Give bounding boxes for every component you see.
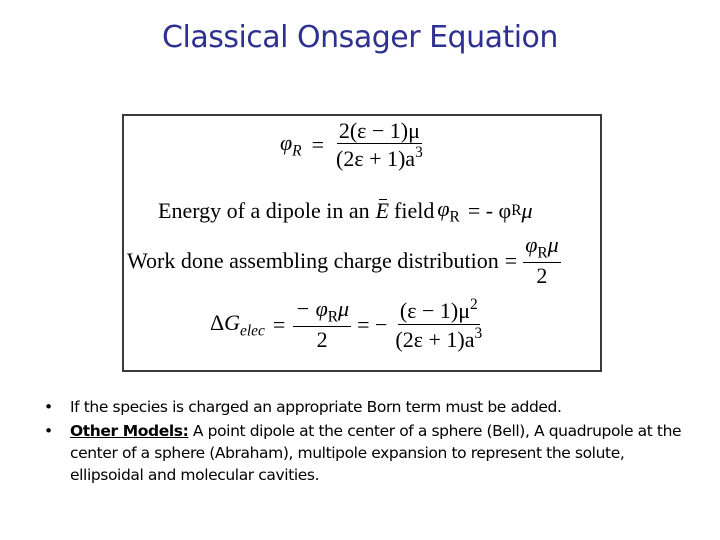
phi-symbol: φ <box>437 196 450 221</box>
exponent: 3 <box>415 144 423 162</box>
denominator: (2ε + 1)a3 <box>393 325 484 354</box>
bullet-list: • If the species is charged an appropria… <box>42 396 692 488</box>
phi-symbol: φ <box>525 232 538 257</box>
neg-phi: − φ <box>295 296 328 321</box>
denominator: 2 <box>316 327 328 353</box>
fraction-1: − φRμ 2 <box>293 296 352 353</box>
subscript: R <box>327 308 339 326</box>
equals-sign: = <box>311 132 324 158</box>
numerator: (ε − 1)μ2 <box>397 296 480 325</box>
numerator-base: (ε − 1)μ <box>399 298 470 324</box>
rhs: = - φ <box>467 198 512 224</box>
subscript: R <box>511 202 522 220</box>
equation-work-done: Work done assembling charge distribution… <box>127 232 561 289</box>
numerator: − φRμ <box>293 296 352 328</box>
numerator: φRμ <box>523 232 561 264</box>
bullet-item: • If the species is charged an appropria… <box>42 396 692 418</box>
mu-symbol: μ <box>547 232 559 257</box>
mu-symbol: μ <box>521 198 533 224</box>
subscript: R <box>537 244 548 262</box>
bullet-item: • Other Models: A point dipole at the ce… <box>42 420 692 486</box>
equals-sign: = <box>504 247 518 273</box>
subscript: R <box>292 142 302 160</box>
label-text: Work done assembling charge distribution <box>127 247 499 273</box>
bullet-label: Other Models: <box>70 422 189 440</box>
bullet-marker: • <box>44 398 53 416</box>
mu-symbol: μ <box>338 296 350 321</box>
bullet-marker: • <box>44 422 53 440</box>
equation-phi-r: φR = 2(ε − 1)μ (2ε + 1)a3 <box>280 118 425 173</box>
subscript: elec <box>240 321 265 339</box>
equation-delta-g: ΔGelec = − φRμ 2 = − (ε − 1)μ2 (2ε + 1)a… <box>210 296 484 353</box>
denominator-base: (2ε + 1)a <box>336 146 416 172</box>
fraction-2: (ε − 1)μ2 (2ε + 1)a3 <box>393 296 484 353</box>
denominator: 2 <box>536 263 548 289</box>
slide-title: Classical Onsager Equation <box>162 20 558 55</box>
subscript: R <box>449 208 460 226</box>
bullet-text: A point dipole at the center of a sphere… <box>70 422 682 484</box>
denominator-base: (2ε + 1)a <box>395 326 475 352</box>
phi-symbol: φ <box>280 130 293 156</box>
exponent: 3 <box>474 324 483 342</box>
equation-box <box>122 114 602 372</box>
equals-sign: = <box>272 311 286 337</box>
fraction: 2(ε − 1)μ (2ε + 1)a3 <box>334 118 425 173</box>
vector-e: E <box>375 198 390 224</box>
delta-symbol: Δ <box>210 309 225 335</box>
label-text: Energy of a dipole in an <box>158 198 370 224</box>
field-text: field <box>394 198 435 224</box>
equals-minus: = − <box>357 311 388 337</box>
fraction: φRμ 2 <box>523 232 561 289</box>
bullet-text: If the species is charged an appropriate… <box>70 398 562 416</box>
numerator: 2(ε − 1)μ <box>336 118 422 145</box>
g-symbol: G <box>224 309 241 335</box>
equation-dipole-energy: Energy of a dipole in an E field φR = - … <box>158 196 533 226</box>
denominator: (2ε + 1)a3 <box>334 144 425 173</box>
exponent: 2 <box>470 296 478 314</box>
